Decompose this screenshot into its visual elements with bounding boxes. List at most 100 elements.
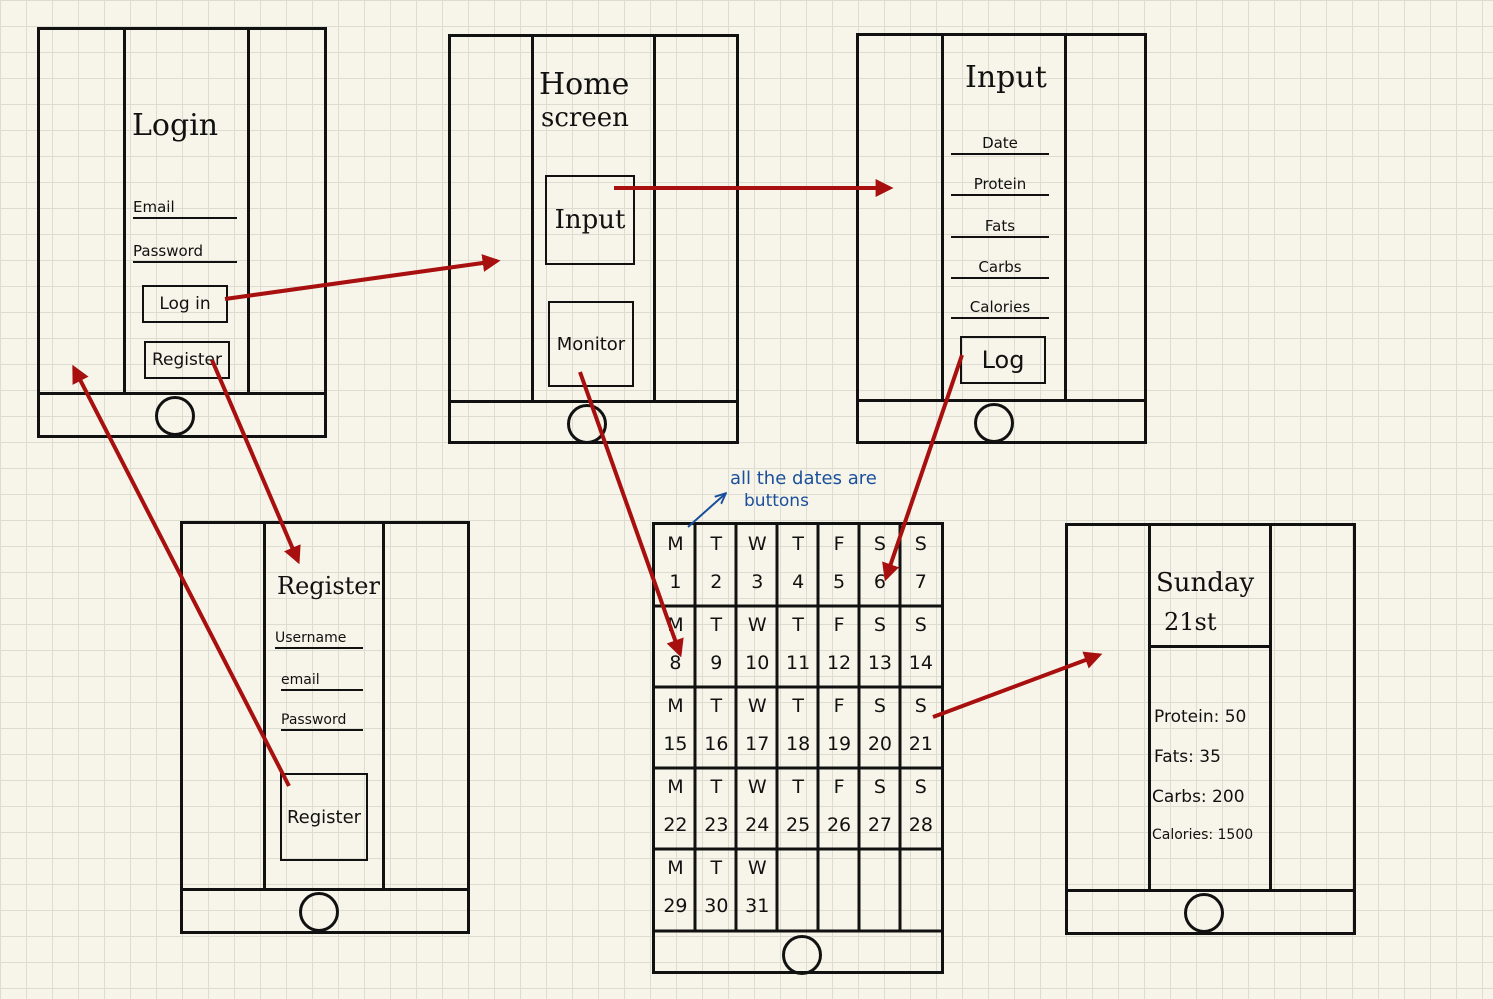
login-button[interactable]: Log in (142, 285, 228, 323)
fats-stat: Fats: 35 (1154, 747, 1221, 767)
date-number: 13 (867, 652, 893, 674)
date-number: 25 (786, 814, 811, 836)
weekday-letter: W (747, 614, 767, 636)
log-button[interactable]: Log (960, 336, 1046, 384)
home-phone: Home screen Input Monitor (448, 34, 739, 444)
calendar-date-button[interactable]: W 31 (737, 849, 778, 930)
weekday-letter: F (833, 776, 845, 798)
home-button[interactable] (782, 935, 822, 975)
date-number: 31 (745, 895, 770, 917)
date-number: 26 (826, 814, 852, 836)
monitor-button[interactable]: Monitor (548, 301, 634, 387)
fats-field[interactable]: Fats (951, 217, 1049, 238)
day-title-line1: Sunday (1156, 568, 1255, 598)
weekday-letter: W (747, 695, 767, 717)
annotation-line2: buttons (744, 491, 809, 511)
carbs-stat: Carbs: 200 (1152, 787, 1245, 807)
title-divider (1148, 645, 1272, 648)
date-number: 27 (867, 814, 893, 836)
calendar-date-button[interactable]: M 29 (655, 849, 696, 930)
login-phone: Login Email Password Log in Register (37, 27, 327, 438)
register-title: Register (277, 572, 380, 600)
home-title-line1: Home (539, 67, 630, 102)
arrow-registerscreen-to-login (72, 364, 291, 787)
weekday-letter: T (710, 533, 723, 555)
email-field[interactable]: email (281, 672, 363, 691)
weekday-letter: S (873, 695, 886, 717)
column-line (941, 36, 944, 399)
weekday-letter: M (667, 857, 684, 879)
calendar-date-button[interactable]: T 25 (778, 768, 819, 849)
weekday-letter: F (833, 614, 845, 636)
username-field[interactable]: Username (275, 630, 363, 649)
date-number: 29 (663, 895, 688, 917)
register-button[interactable]: Register (144, 341, 230, 379)
date-number: 9 (710, 652, 723, 674)
arrow-log-to-calendar (882, 354, 964, 582)
weekday-letter: M (667, 695, 684, 717)
home-button[interactable] (155, 396, 195, 436)
date-number: 11 (786, 652, 811, 674)
date-field[interactable]: Date (951, 134, 1049, 155)
weekday-letter: W (747, 857, 767, 879)
date-number: 16 (704, 733, 729, 755)
column-line (382, 524, 385, 888)
register-submit-button[interactable]: Register (280, 773, 368, 861)
weekday-letter: T (792, 776, 804, 798)
nav-bar-divider (40, 392, 324, 395)
weekday-letter: T (792, 614, 804, 636)
carbs-field[interactable]: Carbs (951, 258, 1049, 279)
password-field[interactable]: Password (133, 242, 237, 263)
home-title-line2: screen (541, 103, 629, 133)
column-line (1064, 36, 1067, 399)
password-field[interactable]: Password (281, 712, 363, 731)
home-button[interactable] (974, 403, 1014, 443)
calendar-date-button[interactable]: W 10 (737, 606, 778, 687)
home-button[interactable] (299, 892, 339, 932)
input-button[interactable]: Input (545, 175, 635, 265)
protein-field[interactable]: Protein (951, 175, 1049, 196)
home-button[interactable] (1184, 893, 1224, 933)
column-line (1148, 526, 1151, 889)
date-number: 10 (745, 652, 770, 674)
date-number: 7 (914, 571, 927, 593)
weekday-letter: T (710, 695, 723, 717)
calories-field[interactable]: Calories (951, 298, 1049, 319)
calendar-grid (655, 525, 941, 933)
weekday-letter: T (710, 776, 723, 798)
date-number: 5 (832, 571, 846, 593)
column-line (653, 37, 656, 400)
login-title: Login (132, 108, 219, 143)
nav-bar-divider (451, 400, 736, 403)
calendar-date-button[interactable]: F 26 (819, 768, 860, 849)
email-field[interactable]: Email (133, 198, 237, 219)
register-phone: Register Username email Password Registe… (180, 521, 470, 934)
calendar-date-button[interactable]: T 16 (696, 687, 737, 768)
calendar-annotation: all the dates are buttons (730, 468, 877, 512)
home-button[interactable] (567, 404, 607, 444)
calendar-date-button[interactable]: T 11 (778, 606, 819, 687)
